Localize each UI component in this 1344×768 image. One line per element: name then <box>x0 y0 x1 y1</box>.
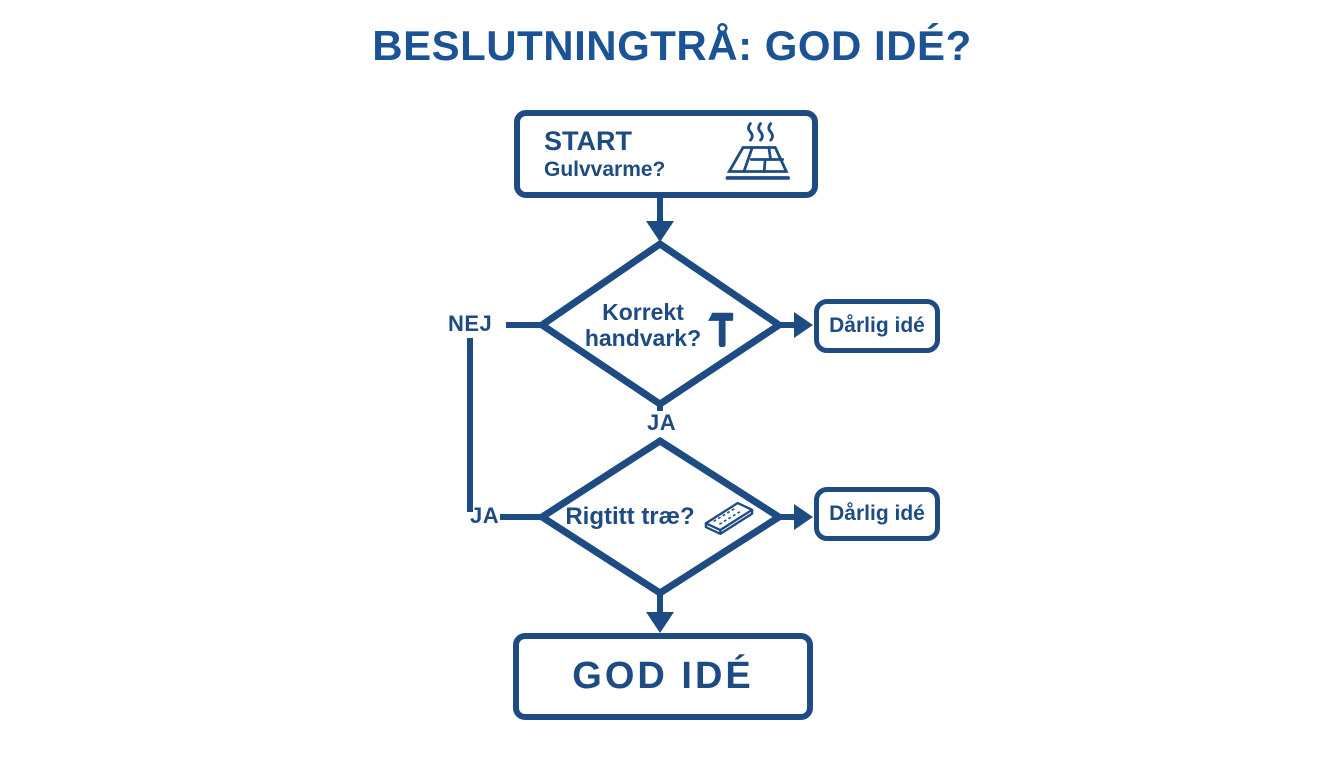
decision2-label: Rigtitt træ? <box>565 503 695 530</box>
start-node-text: START Gulvvarme? <box>544 127 665 180</box>
decision2-content: Rigtitt træ? <box>548 494 772 540</box>
bad-idea-node-2: Dårlig idé <box>814 487 940 541</box>
edge-label-ja-mid: JA <box>647 410 677 435</box>
arrowhead-right-2 <box>794 504 813 530</box>
edge-label-ja-left: JA <box>470 503 500 528</box>
decision1-content: Korrekt handvark? <box>555 283 765 367</box>
bad-idea-1-label: Dårlig idé <box>829 314 925 337</box>
page-title: BESLUTNINGTRÅ: GOD IDÉ? <box>372 22 972 69</box>
arrowhead-down-1 <box>646 221 674 242</box>
arrowhead-down-2 <box>646 612 674 633</box>
start-node: START Gulvvarme? <box>514 110 818 198</box>
good-idea-node: GOD IDÉ <box>513 633 813 720</box>
wood-plank-icon <box>704 501 753 535</box>
arrowhead-right-1 <box>794 312 813 338</box>
decision1-label-line1: Korrekt <box>602 298 684 325</box>
decision1-label-line2: handvark? <box>584 325 702 351</box>
bad-idea-node-1: Dårlig idé <box>814 299 940 353</box>
start-sublabel: Gulvvarme? <box>544 157 666 181</box>
decision1-label: Korrekt handvark? <box>585 299 701 352</box>
edge-label-nej: NEJ <box>448 311 493 336</box>
hammer-icon <box>708 312 734 347</box>
start-label: START <box>544 126 632 157</box>
bad-idea-2-label: Dårlig idé <box>829 502 925 525</box>
good-idea-label: GOD IDÉ <box>572 655 754 697</box>
floor-heating-icon <box>725 122 790 180</box>
